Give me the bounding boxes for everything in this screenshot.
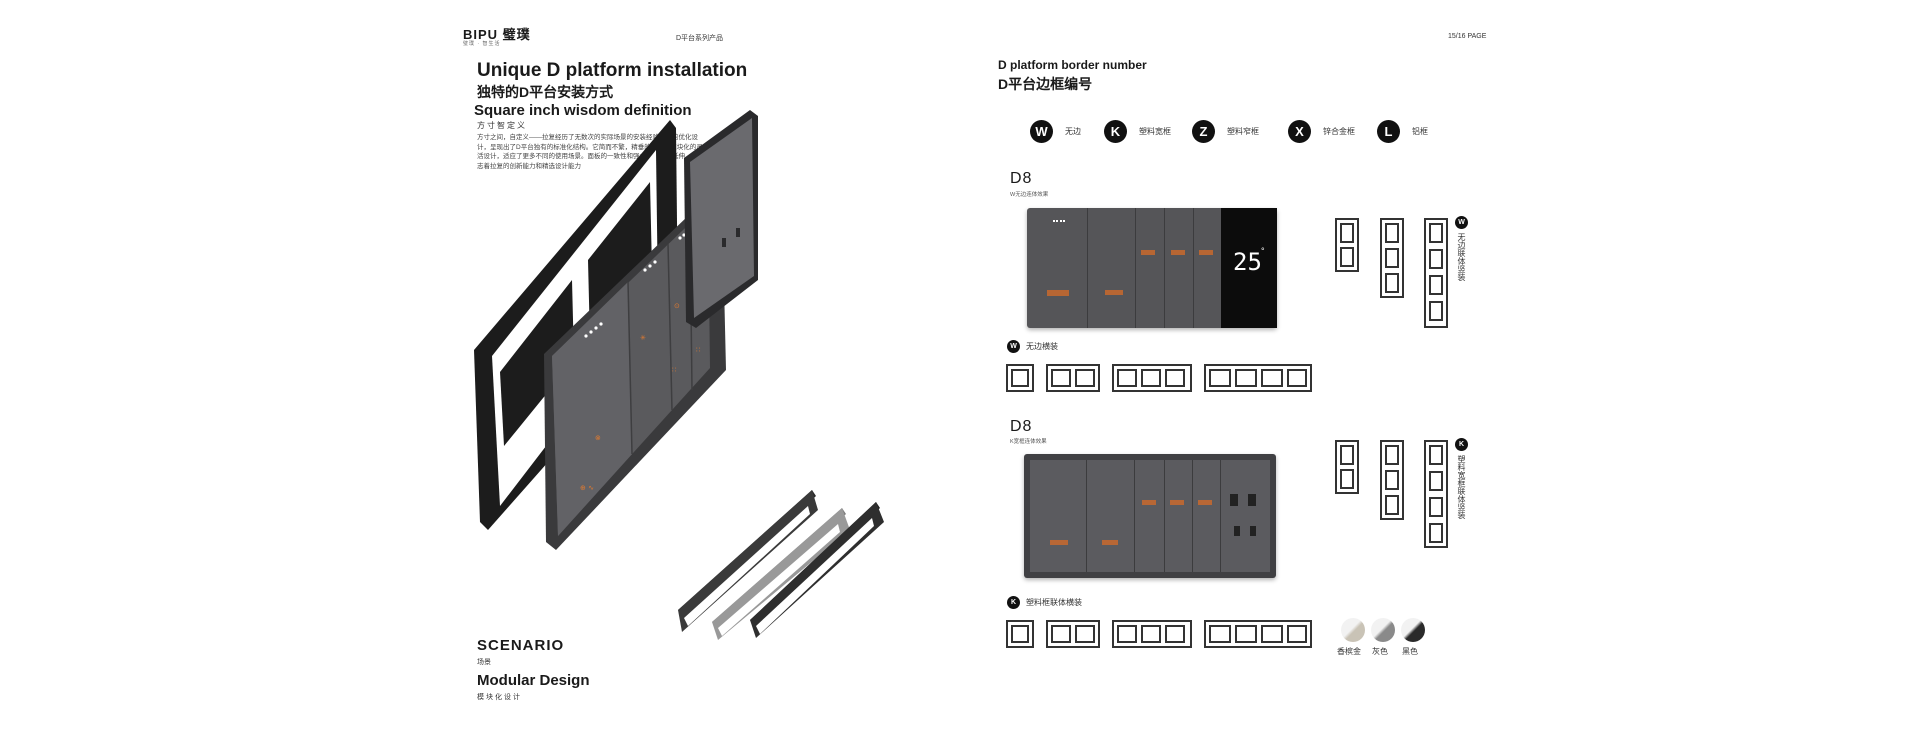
section2-caption: K宽框连体效果 <box>1010 439 1047 445</box>
svg-text:⊙: ⊙ <box>674 302 680 310</box>
legend-label: 塑料宽框 <box>1139 127 1171 136</box>
legend-item-x: X 锌合金框 <box>1288 120 1355 143</box>
legend-label: 无边 <box>1065 127 1081 136</box>
modular-title: Modular Design <box>477 672 590 689</box>
horizontal-frame-2 <box>1046 620 1100 648</box>
color-label: 黑色 <box>1402 647 1418 656</box>
section1-panel: 25 ° <box>1027 208 1277 328</box>
orange-icon <box>1141 250 1155 255</box>
scenario-subtitle: 场景 <box>477 659 491 666</box>
section1-model: D8 <box>1010 170 1033 187</box>
legend-item-w: W 无边 <box>1030 120 1081 143</box>
page-number: 15/16 PAGE <box>1448 33 1487 40</box>
series-label: D平台系列产品 <box>676 35 724 42</box>
orange-icon <box>1047 290 1069 296</box>
svg-text:∷: ∷ <box>672 366 676 374</box>
legend-label: 铝框 <box>1412 127 1428 136</box>
vertical-text: 塑料宽框联体竖装 <box>1457 455 1466 519</box>
brand-logo: BIPU 璧璞 <box>463 27 531 42</box>
color-swatch-gray[interactable] <box>1371 618 1395 642</box>
vertical-text: 无边联体竖装 <box>1457 233 1466 281</box>
legend-item-z: Z 塑料窄框 <box>1192 120 1259 143</box>
thermostat-screen: 25 ° <box>1221 208 1277 328</box>
thermostat-temp: 25 <box>1233 248 1262 276</box>
title-en: Unique D platform installation <box>477 60 748 81</box>
vertical-label-k: K 塑料宽框联体竖装 <box>1455 438 1468 519</box>
horizontal-frame-4 <box>1204 620 1312 648</box>
vertical-frame-2 <box>1335 218 1359 272</box>
loose-frames <box>678 490 884 640</box>
svg-text:⊗: ⊗ <box>595 434 601 442</box>
svg-text:✳: ✳ <box>640 334 646 342</box>
subtitle-cn: 方寸智定义 <box>477 121 527 130</box>
horizontal-frame-4 <box>1204 364 1312 392</box>
socket-hole <box>1250 526 1256 536</box>
vertical-label-w: W 无边联体竖装 <box>1455 216 1468 281</box>
row-code: W <box>1007 340 1020 353</box>
orange-icon <box>1105 290 1123 295</box>
orange-icon <box>1170 500 1184 505</box>
subtitle-en: Square inch wisdom definition <box>474 102 692 119</box>
row-code: K <box>1007 596 1020 609</box>
svg-text:⊕ ∿: ⊕ ∿ <box>580 484 594 492</box>
legend-code: L <box>1377 120 1400 143</box>
right-title-en: D platform border number <box>998 58 1147 72</box>
color-swatch-black[interactable] <box>1401 618 1425 642</box>
vertical-frame-3 <box>1380 218 1404 298</box>
socket-hole <box>1234 526 1240 536</box>
vertical-frame-2 <box>1335 440 1359 494</box>
scenario-title: SCENARIO <box>477 637 565 654</box>
socket-module <box>684 110 758 328</box>
svg-text:∷: ∷ <box>696 346 700 354</box>
horizontal-frame-3 <box>1112 364 1192 392</box>
right-title-cn: D平台边框编号 <box>998 76 1093 92</box>
vertical-frame-4 <box>1424 440 1448 548</box>
row-label-k: K 塑料框联体横装 <box>1007 596 1082 609</box>
section1-caption: W无边连体效果 <box>1010 192 1049 198</box>
title-cn: 独特的D平台安装方式 <box>477 84 614 100</box>
horizontal-frame-1 <box>1006 620 1034 648</box>
legend-code: X <box>1288 120 1311 143</box>
color-swatch-champagne[interactable] <box>1341 618 1365 642</box>
indicator-dots <box>1053 220 1065 224</box>
thermostat-unit: ° <box>1261 246 1265 256</box>
legend-label: 锌合金框 <box>1323 127 1355 136</box>
intro-paragraph: 方寸之间，自定义——拉复经历了无数次的实际场景的安装经验多次的优化设计，呈现出了… <box>477 134 705 170</box>
legend-code: Z <box>1192 120 1215 143</box>
horizontal-frame-1 <box>1006 364 1034 392</box>
legend-label: 塑料窄框 <box>1227 127 1259 136</box>
vertical-frame-4 <box>1424 218 1448 328</box>
orange-icon <box>1102 540 1118 545</box>
legend-code: K <box>1104 120 1127 143</box>
orange-icon <box>1198 500 1212 505</box>
vertical-code: K <box>1455 438 1468 451</box>
color-label: 灰色 <box>1372 647 1388 656</box>
legend-code: W <box>1030 120 1053 143</box>
vertical-frame-3 <box>1380 440 1404 520</box>
orange-icon <box>1142 500 1156 505</box>
legend-item-k: K 塑料宽框 <box>1104 120 1171 143</box>
orange-icon <box>1050 540 1068 545</box>
brand-tagline: 璧璞 · 智生活 <box>463 41 501 47</box>
horizontal-frame-2 <box>1046 364 1100 392</box>
main-switch-panel: ⊕ ∿ ⊗ ✳ ⊙ ◎ ∷ ∷ <box>544 192 726 550</box>
color-label: 香槟金 <box>1337 647 1361 656</box>
vertical-code: W <box>1455 216 1468 229</box>
row-text: 无边横装 <box>1026 342 1058 351</box>
socket-hole <box>1230 494 1238 506</box>
section2-panel <box>1024 454 1276 578</box>
orange-icon <box>1171 250 1185 255</box>
section2-model: D8 <box>1010 418 1033 435</box>
orange-icon <box>1199 250 1213 255</box>
horizontal-frame-3 <box>1112 620 1192 648</box>
exploded-product-illustration: ⊕ ∿ ⊗ ✳ ⊙ ◎ ∷ ∷ <box>474 110 884 640</box>
socket-hole <box>1248 494 1256 506</box>
row-text: 塑料框联体横装 <box>1026 598 1082 607</box>
modular-subtitle: 模块化设计 <box>477 694 522 701</box>
legend-item-l: L 铝框 <box>1377 120 1428 143</box>
row-label-w: W 无边横装 <box>1007 340 1058 353</box>
